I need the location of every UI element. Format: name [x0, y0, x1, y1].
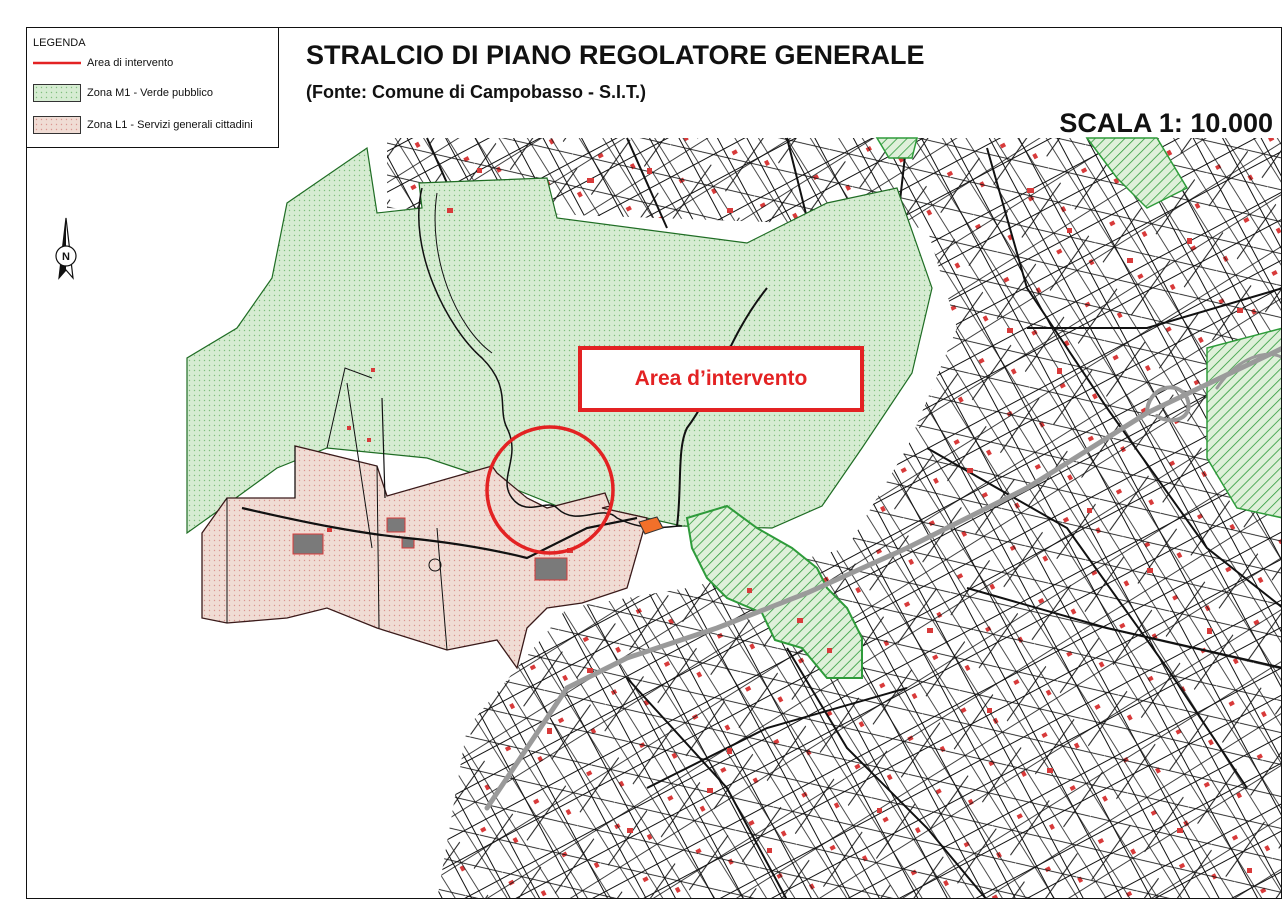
buildings-grey	[292, 517, 568, 581]
intervention-callout[interactable]: Area d’intervento	[578, 346, 864, 412]
callout-label: Area d’intervento	[634, 367, 808, 390]
legend-title: LEGENDA	[33, 37, 86, 49]
map-title: STRALCIO DI PIANO REGOLATORE GENERALE	[306, 40, 925, 70]
legend-swatch-pink	[33, 116, 81, 134]
map-scale: SCALA 1: 10.000	[1059, 108, 1273, 138]
legend-label: Area di intervento	[87, 57, 174, 69]
north-arrow-icon: N	[55, 217, 77, 280]
intervention-circle[interactable]	[485, 425, 615, 555]
legend-label: Zona L1 - Servizi generali cittadini	[87, 119, 253, 131]
map-canvas[interactable]	[27, 28, 1282, 899]
map-frame	[26, 27, 1282, 899]
main-road	[484, 346, 1281, 811]
map-subtitle: (Fonte: Comune di Campobasso - S.I.T.)	[306, 82, 647, 102]
zone-m1-hatched	[685, 504, 863, 679]
stream-path	[418, 187, 683, 529]
legend-swatch-red-line	[33, 54, 81, 72]
buildings-red	[327, 168, 1252, 873]
legend-swatch-green	[33, 84, 81, 102]
legend: LEGENDA Area di intervento Zona M1 - Ver…	[27, 28, 279, 148]
svg-text:N: N	[62, 251, 70, 263]
zone-l1-servizi	[201, 445, 648, 670]
legend-label: Zona M1 - Verde pubblico	[87, 87, 213, 99]
